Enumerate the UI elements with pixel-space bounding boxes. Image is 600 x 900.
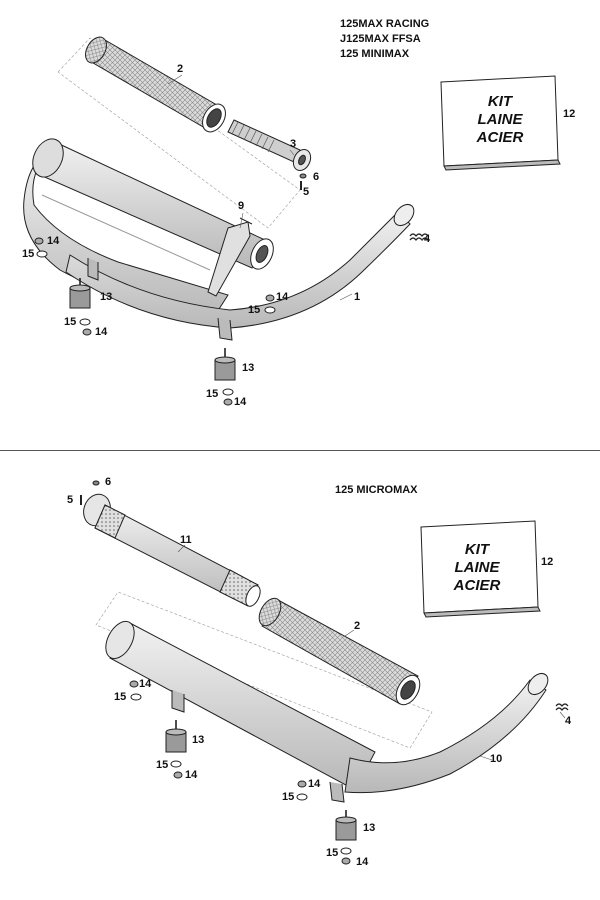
callout-bottom-2: 2	[354, 620, 361, 632]
kit-label-top-line-2: LAINE	[477, 111, 523, 128]
callout-top-1: 1	[354, 291, 361, 303]
part-4-spring	[409, 233, 429, 241]
washers-and-nuts-bottom	[129, 680, 352, 865]
callout-top-15a: 15	[22, 248, 35, 260]
top-section-drawing	[23, 36, 561, 406]
part-1-silencer-assembly	[23, 138, 415, 341]
callout-bottom-14d: 14	[356, 856, 369, 868]
config-label-top-1: 125MAX RACING	[340, 18, 430, 30]
callout-top-14a: 14	[47, 235, 60, 247]
callout-top-9: 9	[238, 200, 245, 212]
config-label-top-3: 125 MINIMAX	[340, 48, 410, 60]
top-leader-lines	[167, 74, 424, 301]
part-6-nut-bottom	[92, 480, 100, 486]
bottom-leader-lines	[177, 544, 566, 761]
callout-top-14d: 14	[234, 396, 247, 408]
callout-top-12: 12	[563, 108, 576, 120]
callout-bottom-15c: 15	[282, 791, 295, 803]
callout-top-15d: 15	[206, 388, 219, 400]
callout-bottom-6: 6	[105, 476, 112, 488]
assembly-guide-dashed-bottom	[95, 591, 433, 749]
part-13-silent-block-top-center	[214, 348, 236, 381]
part-3-threaded-tube	[227, 119, 312, 172]
callout-top-3: 3	[290, 138, 297, 150]
part-6-nut	[299, 173, 307, 179]
callout-bottom-14b: 14	[185, 769, 198, 781]
callout-top-6: 6	[313, 171, 320, 183]
kit-label-bottom-line-2: LAINE	[454, 559, 500, 576]
callout-top-13a: 13	[100, 291, 113, 303]
washers-and-nuts-top	[34, 237, 276, 406]
callout-top-14c: 14	[276, 291, 289, 303]
part-4-spring-bottom	[555, 703, 569, 711]
part-13-silent-block-top-left	[69, 278, 91, 309]
callout-top-15b: 15	[64, 316, 77, 328]
callout-bottom-11: 11	[180, 534, 192, 546]
callout-top-14b: 14	[95, 326, 108, 338]
part-12-kit-box	[440, 75, 561, 171]
callout-bottom-15d: 15	[326, 847, 339, 859]
callout-bottom-10: 10	[490, 753, 503, 765]
bottom-section-drawing	[80, 480, 569, 865]
part-2-packing-sleeve	[85, 36, 226, 133]
callout-bottom-4: 4	[565, 715, 572, 727]
callout-top-15c: 15	[248, 304, 261, 316]
callout-bottom-14c: 14	[308, 778, 321, 790]
part-10-silencer-assembly	[105, 620, 549, 803]
callout-bottom-15b: 15	[156, 759, 169, 771]
section-divider	[0, 450, 600, 451]
kit-label-top-line-1: KIT	[487, 93, 513, 110]
kit-label-bottom-line-1: KIT	[464, 541, 490, 558]
callout-top-13b: 13	[242, 362, 255, 374]
callout-top-2: 2	[177, 63, 184, 75]
part-13-silent-block-bottom-left	[165, 720, 187, 753]
callout-bottom-14a: 14	[139, 678, 152, 690]
callout-top-4: 4	[424, 233, 431, 245]
part-13-silent-block-bottom-right	[335, 810, 357, 841]
part-12-kit-box-bottom	[420, 520, 541, 618]
part-2-packing-sleeve-bottom	[258, 597, 421, 706]
kit-label-top-line-3: ACIER	[476, 129, 524, 146]
callout-bottom-12: 12	[541, 556, 554, 568]
callout-bottom-13a: 13	[192, 734, 205, 746]
kit-label-bottom-line-3: ACIER	[453, 577, 501, 594]
part-11-perforated-tube	[83, 493, 261, 607]
callout-top-5: 5	[303, 186, 310, 198]
callout-bottom-15a: 15	[114, 691, 127, 703]
callout-bottom-5: 5	[67, 494, 74, 506]
config-label-top-2: J125MAX FFSA	[340, 33, 421, 45]
callout-bottom-13b: 13	[363, 822, 376, 834]
config-label-bottom-1: 125 MICROMAX	[335, 484, 418, 496]
